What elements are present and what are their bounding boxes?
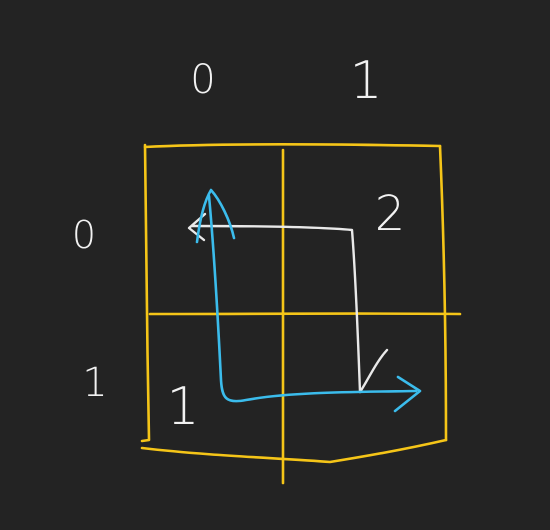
cell-label-bottom-left: 1 [166, 377, 199, 437]
column-label-0: 0 [190, 57, 215, 103]
white-arrowhead-down [358, 348, 389, 394]
white-path [187, 212, 389, 394]
white-path-line [190, 224, 362, 394]
row-label-0: 0 [72, 213, 96, 257]
blue-path-line [207, 194, 418, 403]
row-label-1: 1 [82, 360, 107, 406]
grid-right-edge [438, 144, 448, 442]
blue-arrowhead-right [393, 375, 422, 413]
grid-bottom-edge [140, 438, 448, 464]
column-label-1: 1 [349, 51, 382, 111]
grid-left-edge [140, 143, 151, 443]
grid-top-edge [143, 142, 442, 149]
cell-label-top-right: 2 [375, 186, 406, 242]
grid-lines [140, 142, 462, 485]
blue-path [195, 188, 422, 413]
blue-arrowhead-up [195, 188, 236, 244]
